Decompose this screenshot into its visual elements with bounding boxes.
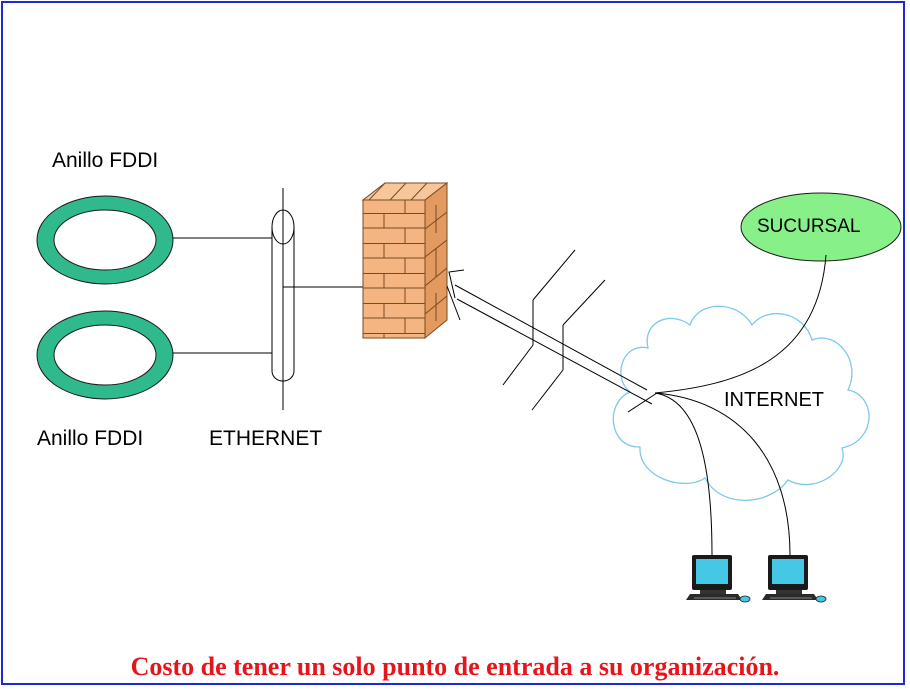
branch-node-icon xyxy=(740,192,902,262)
slide-caption: Costo de tener un solo punto de entrada … xyxy=(130,652,780,681)
internet-cloud-icon xyxy=(612,305,870,501)
fddi-ring-top-icon xyxy=(36,195,174,285)
computer-icon xyxy=(762,555,827,603)
fddi-ring-bottom-icon xyxy=(36,310,174,400)
ring-top-label: Anillo FDDI xyxy=(52,149,159,172)
ethernet-label: ETHERNET xyxy=(209,427,323,450)
computer-icon xyxy=(686,555,751,603)
ethernet-bus-icon xyxy=(271,188,295,410)
ring-bottom-label: Anillo FDDI xyxy=(37,427,144,450)
firewall-brick-wall-icon xyxy=(361,181,449,340)
internet-label: INTERNET xyxy=(724,389,824,411)
internet-links xyxy=(654,254,827,556)
branch-label: SUCURSAL xyxy=(757,216,861,237)
internet-firewall-link xyxy=(446,249,658,413)
